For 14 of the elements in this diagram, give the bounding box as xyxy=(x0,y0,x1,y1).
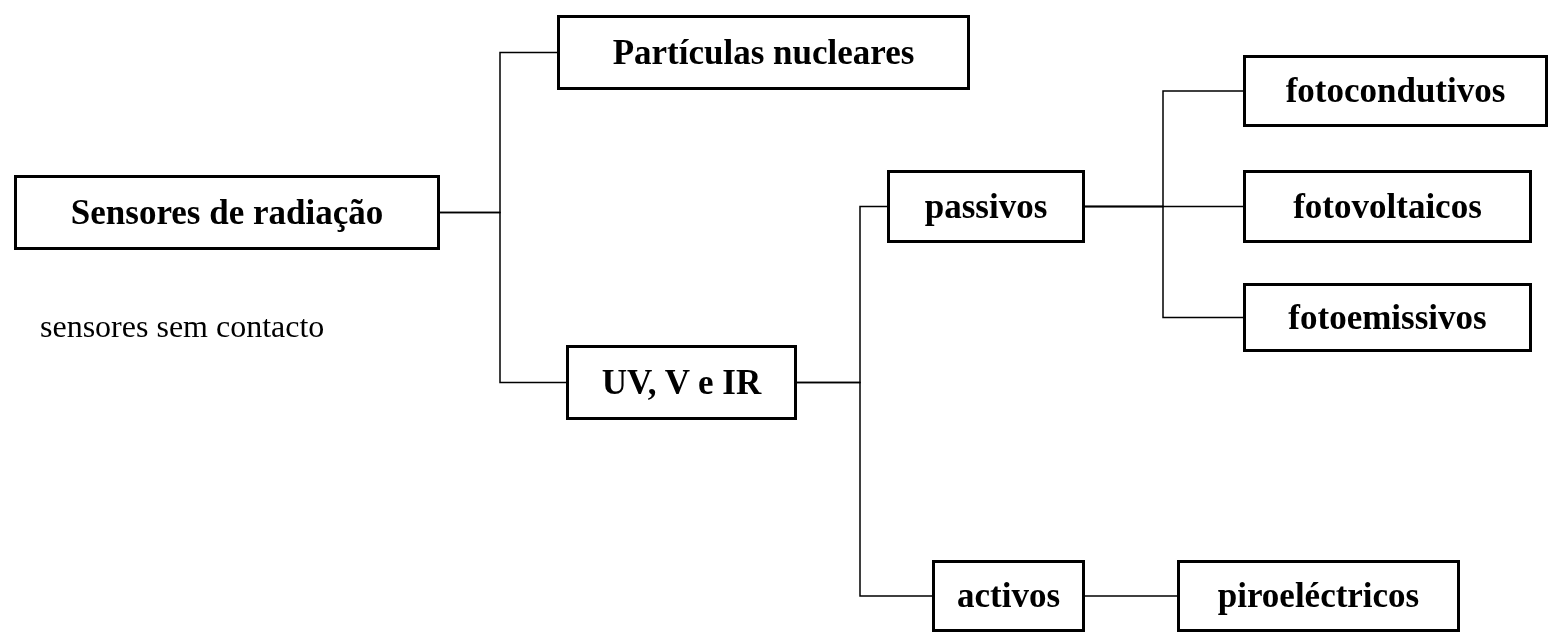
category-box: piroeléctricos xyxy=(1177,560,1460,632)
connector-line xyxy=(439,211,567,384)
connector-line xyxy=(1084,595,1178,597)
category-box: passivos xyxy=(887,170,1085,243)
category-box: fotoemissivos xyxy=(1243,283,1532,352)
note-text: sensores sem contacto xyxy=(40,308,325,345)
category-box: fotocondutivos xyxy=(1243,55,1548,127)
connector-line xyxy=(796,381,933,597)
category-box: Sensores de radiação xyxy=(14,175,440,250)
category-box: Partículas nucleares xyxy=(557,15,970,90)
category-box: fotovoltaicos xyxy=(1243,170,1532,243)
category-box: activos xyxy=(932,560,1085,632)
category-box: UV, V e IR xyxy=(566,345,797,420)
connector-line xyxy=(1084,205,1244,319)
